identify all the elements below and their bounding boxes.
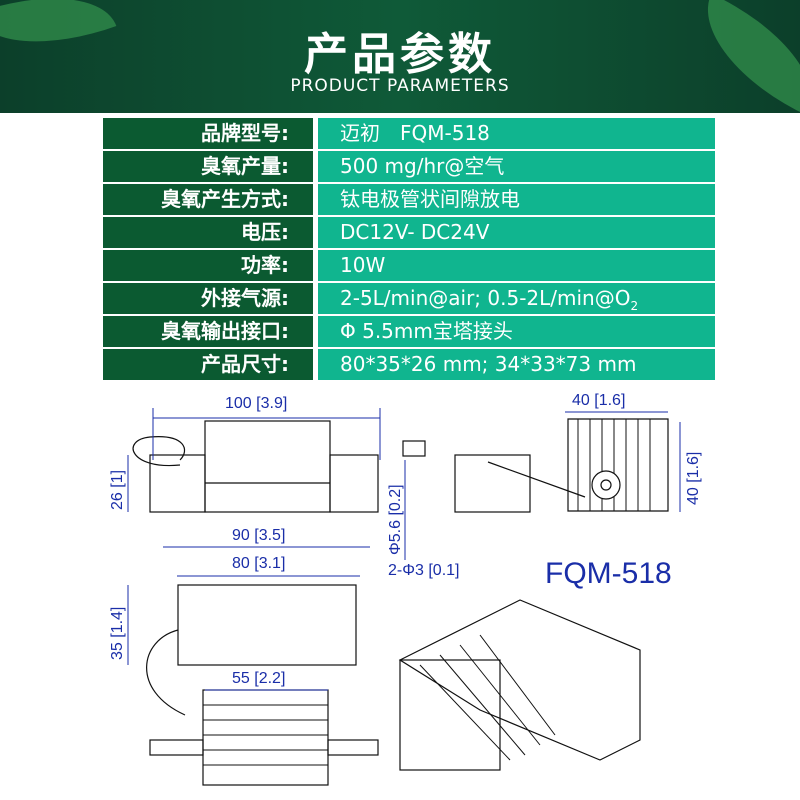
param-value: 钛电极管状间隙放电 <box>318 184 715 215</box>
param-value-subscript: 2 <box>630 299 639 313</box>
table-row: 产品尺寸:80*35*26 mm; 34*33*73 mm <box>103 349 715 382</box>
side-view-box <box>454 454 531 513</box>
outlet-fitting <box>591 470 621 500</box>
dim-width: 40 [1.6] <box>572 392 625 409</box>
param-label: 臭氧输出接口: <box>103 316 313 347</box>
dim-heatsink: 55 [2.2] <box>232 670 285 687</box>
heatsink-top-view <box>202 689 329 786</box>
param-value: 10W <box>318 250 715 281</box>
end-cap-left <box>149 454 206 513</box>
dim-depth: 35 [1.4] <box>109 607 126 660</box>
end-cap-right <box>329 454 379 513</box>
generator-top-view <box>177 584 357 666</box>
model-label: FQM-518 <box>545 557 672 590</box>
param-value: 迈初 FQM-518 <box>318 118 715 149</box>
dim-length: 100 [3.9] <box>225 395 287 412</box>
page-title: 产品参数 <box>304 29 496 80</box>
table-row: 外接气源:2-5L/min@air; 0.5-2L/min@O2 <box>103 283 715 316</box>
product-3d-view <box>398 599 641 761</box>
header-banner: 产品参数 PRODUCT PARAMETERS <box>0 0 800 117</box>
table-row: 臭氧输出接口:Φ 5.5mm宝塔接头 <box>103 316 715 349</box>
dim-holes: 2-Φ3 [0.1] <box>388 562 459 579</box>
dim-side-height: 40 [1.6] <box>685 452 702 505</box>
table-row: 臭氧产生方式:钛电极管状间隙放电 <box>103 184 715 217</box>
param-value: 500 mg/hr@空气 <box>318 151 715 182</box>
param-value: DC12V- DC24V <box>318 217 715 248</box>
dim-outlet: Φ5.6 [0.2] <box>387 484 404 555</box>
connector <box>402 440 426 457</box>
param-label: 品牌型号: <box>103 118 313 149</box>
generator-body-front <box>204 420 331 513</box>
param-value-text: 2-5L/min@air; 0.5-2L/min@O <box>340 286 631 310</box>
param-label: 产品尺寸: <box>103 349 313 380</box>
table-row: 电压:DC12V- DC24V <box>103 217 715 250</box>
param-label: 外接气源: <box>103 283 313 314</box>
parameters-table: 品牌型号:迈初 FQM-518 臭氧产量:500 mg/hr@空气 臭氧产生方式… <box>103 118 715 382</box>
page-subtitle: PRODUCT PARAMETERS <box>290 76 510 96</box>
table-row: 品牌型号:迈初 FQM-518 <box>103 118 715 151</box>
dim-mount: 90 [3.5] <box>232 527 285 544</box>
param-value: Φ 5.5mm宝塔接头 <box>318 316 715 347</box>
param-value: 2-5L/min@air; 0.5-2L/min@O2 <box>318 283 715 314</box>
param-label: 臭氧产生方式: <box>103 184 313 215</box>
dim-body: 80 [3.1] <box>232 555 285 572</box>
param-value: 80*35*26 mm; 34*33*73 mm <box>318 349 715 380</box>
heatsink-side <box>567 418 669 512</box>
table-row: 功率:10W <box>103 250 715 283</box>
param-label: 臭氧产量: <box>103 151 313 182</box>
dim-height: 26 [1] <box>109 470 126 510</box>
tube-loop <box>132 436 186 467</box>
param-label: 功率: <box>103 250 313 281</box>
param-label: 电压: <box>103 217 313 248</box>
table-row: 臭氧产量:500 mg/hr@空气 <box>103 151 715 184</box>
